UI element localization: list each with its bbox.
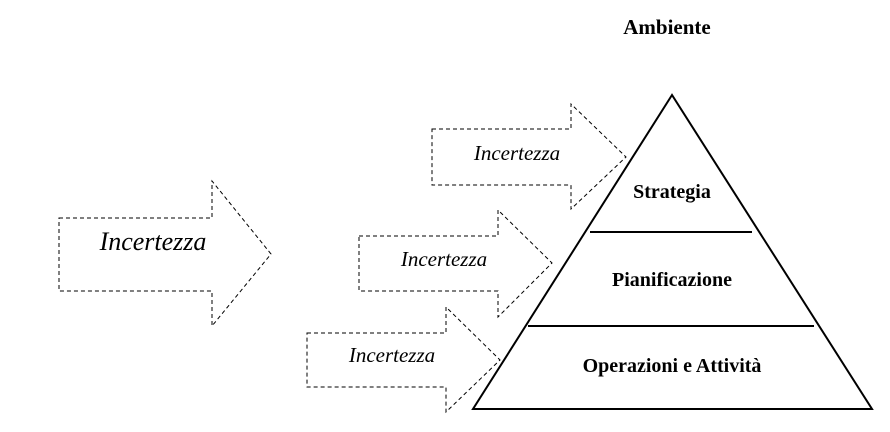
operations-uncertainty-arrow: Incertezza	[306, 305, 501, 414]
planning-arrow-label: Incertezza	[400, 247, 487, 271]
planning-uncertainty-arrow: Incertezza	[358, 208, 553, 319]
pyramid-outline	[471, 93, 874, 410]
planning-arrow-shape	[358, 208, 553, 319]
pyramid-level-operations: Operazioni e Attività	[583, 355, 762, 377]
main-arrow-shape	[58, 179, 272, 328]
pyramid-level-planning: Pianificazione	[612, 269, 732, 291]
strategy-arrow-label: Incertezza	[473, 141, 560, 165]
pyramid: Strategia Pianificazione Operazioni e At…	[471, 93, 874, 410]
operations-arrow-shape	[306, 305, 501, 414]
operations-arrow-label: Incertezza	[348, 343, 435, 367]
environment-label: Ambiente	[623, 15, 711, 39]
pyramid-level-strategy: Strategia	[633, 181, 711, 203]
strategy-uncertainty-arrow: Incertezza	[431, 102, 627, 211]
main-arrow-label: Incertezza	[99, 227, 207, 256]
strategy-arrow-shape	[431, 102, 627, 211]
main-uncertainty-arrow: Incertezza	[58, 179, 272, 328]
